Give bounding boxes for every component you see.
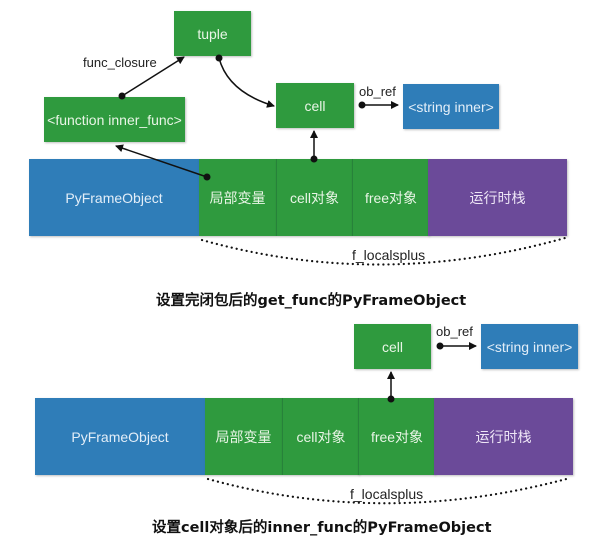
locals-2-label: 局部变量 (215, 428, 272, 445)
runtime-stack-segment-2: 运行时栈 (434, 398, 573, 475)
runtime-stack-2-label: 运行时栈 (475, 428, 532, 445)
cell-box: cell (276, 83, 354, 128)
tuple-to-cell-arrow (215, 54, 275, 108)
arrow-origin-dot (436, 342, 444, 350)
cell-box-label: cell (304, 97, 326, 114)
ob-ref-arrow-2 (436, 342, 477, 350)
ob-ref-label: ob_ref (359, 84, 396, 99)
pyframeobject-2-label: PyFrameObject (71, 428, 169, 445)
cell-objects-segment-2: cell对象 (282, 398, 359, 475)
locals-segment-2: 局部变量 (205, 398, 282, 475)
function-inner-func-label: <function inner_func> (47, 111, 182, 128)
cell-objects-segment: cell对象 (276, 159, 352, 236)
string-inner-2-label: <string inner> (486, 338, 573, 355)
cell-objects-2-label: cell对象 (296, 428, 346, 445)
free-objects-label: free对象 (364, 189, 418, 206)
runtime-stack-label: 运行时栈 (469, 189, 526, 206)
free-objects-2-label: free对象 (370, 428, 424, 445)
pyframeobject-label: PyFrameObject (65, 189, 163, 206)
ob-ref-arrow (358, 101, 399, 109)
locals-segment: 局部变量 (199, 159, 276, 236)
free-objects-segment-2: free对象 (358, 398, 435, 475)
diagram1-caption: 设置完闭包后的get_func的PyFrameObject (156, 293, 467, 309)
tuple-box: tuple (174, 11, 251, 56)
cell-box-2: cell (354, 324, 431, 369)
string-inner-box-2: <string inner> (481, 324, 578, 369)
cell-box-2-label: cell (381, 338, 403, 355)
locals-label: 局部变量 (209, 189, 266, 206)
runtime-stack-segment: 运行时栈 (428, 159, 567, 236)
func-closure-label: func_closure (83, 55, 157, 70)
f-localsplus-label: f_localsplus (352, 247, 426, 263)
ob-ref-label-2: ob_ref (436, 324, 473, 339)
free-objects-segment: free对象 (352, 159, 429, 236)
string-inner-box: <string inner> (403, 84, 499, 129)
f-localsplus-label-2: f_localsplus (350, 486, 424, 502)
cell-objects-label: cell对象 (289, 189, 339, 206)
string-inner-label: <string inner> (408, 98, 494, 115)
function-inner-func-box: <function inner_func> (44, 97, 185, 142)
arrow-origin-dot (358, 101, 366, 109)
tuple-box-label: tuple (197, 25, 228, 42)
cell-objects-to-cell-arrow (310, 130, 318, 163)
pyframeobject-segment: PyFrameObject (29, 159, 199, 236)
pyframeobject-segment-2: PyFrameObject (35, 398, 205, 475)
diagram2-caption: 设置cell对象后的inner_func的PyFrameObject (152, 520, 492, 536)
